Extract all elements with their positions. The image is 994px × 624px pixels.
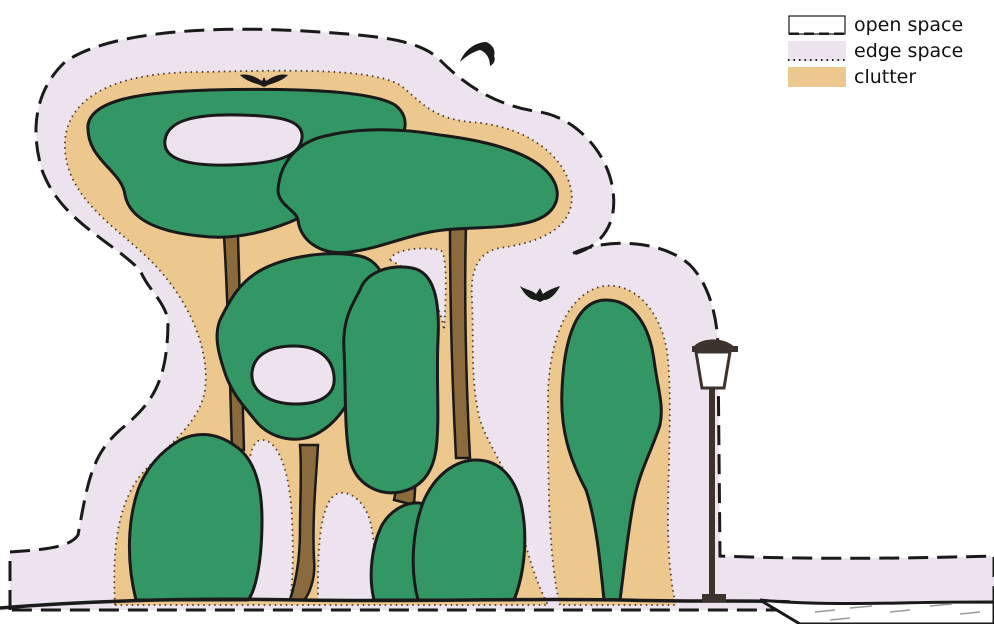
legend-item-open-space: open space	[788, 12, 988, 38]
canopy-tall-center	[344, 267, 439, 493]
edge-space-swatch	[788, 41, 846, 61]
legend: open space edge space clutter	[788, 12, 988, 90]
legend-item-edge-space: edge space	[788, 38, 988, 64]
open-space-swatch	[788, 15, 846, 35]
water-bank	[760, 600, 994, 624]
legend-label-open-space: open space	[854, 16, 963, 35]
legend-label-clutter: clutter	[854, 68, 916, 87]
legend-label-edge-space: edge space	[854, 42, 963, 61]
legend-item-clutter: clutter	[788, 64, 988, 90]
bat-icon	[460, 42, 495, 66]
clutter-swatch	[788, 67, 846, 87]
